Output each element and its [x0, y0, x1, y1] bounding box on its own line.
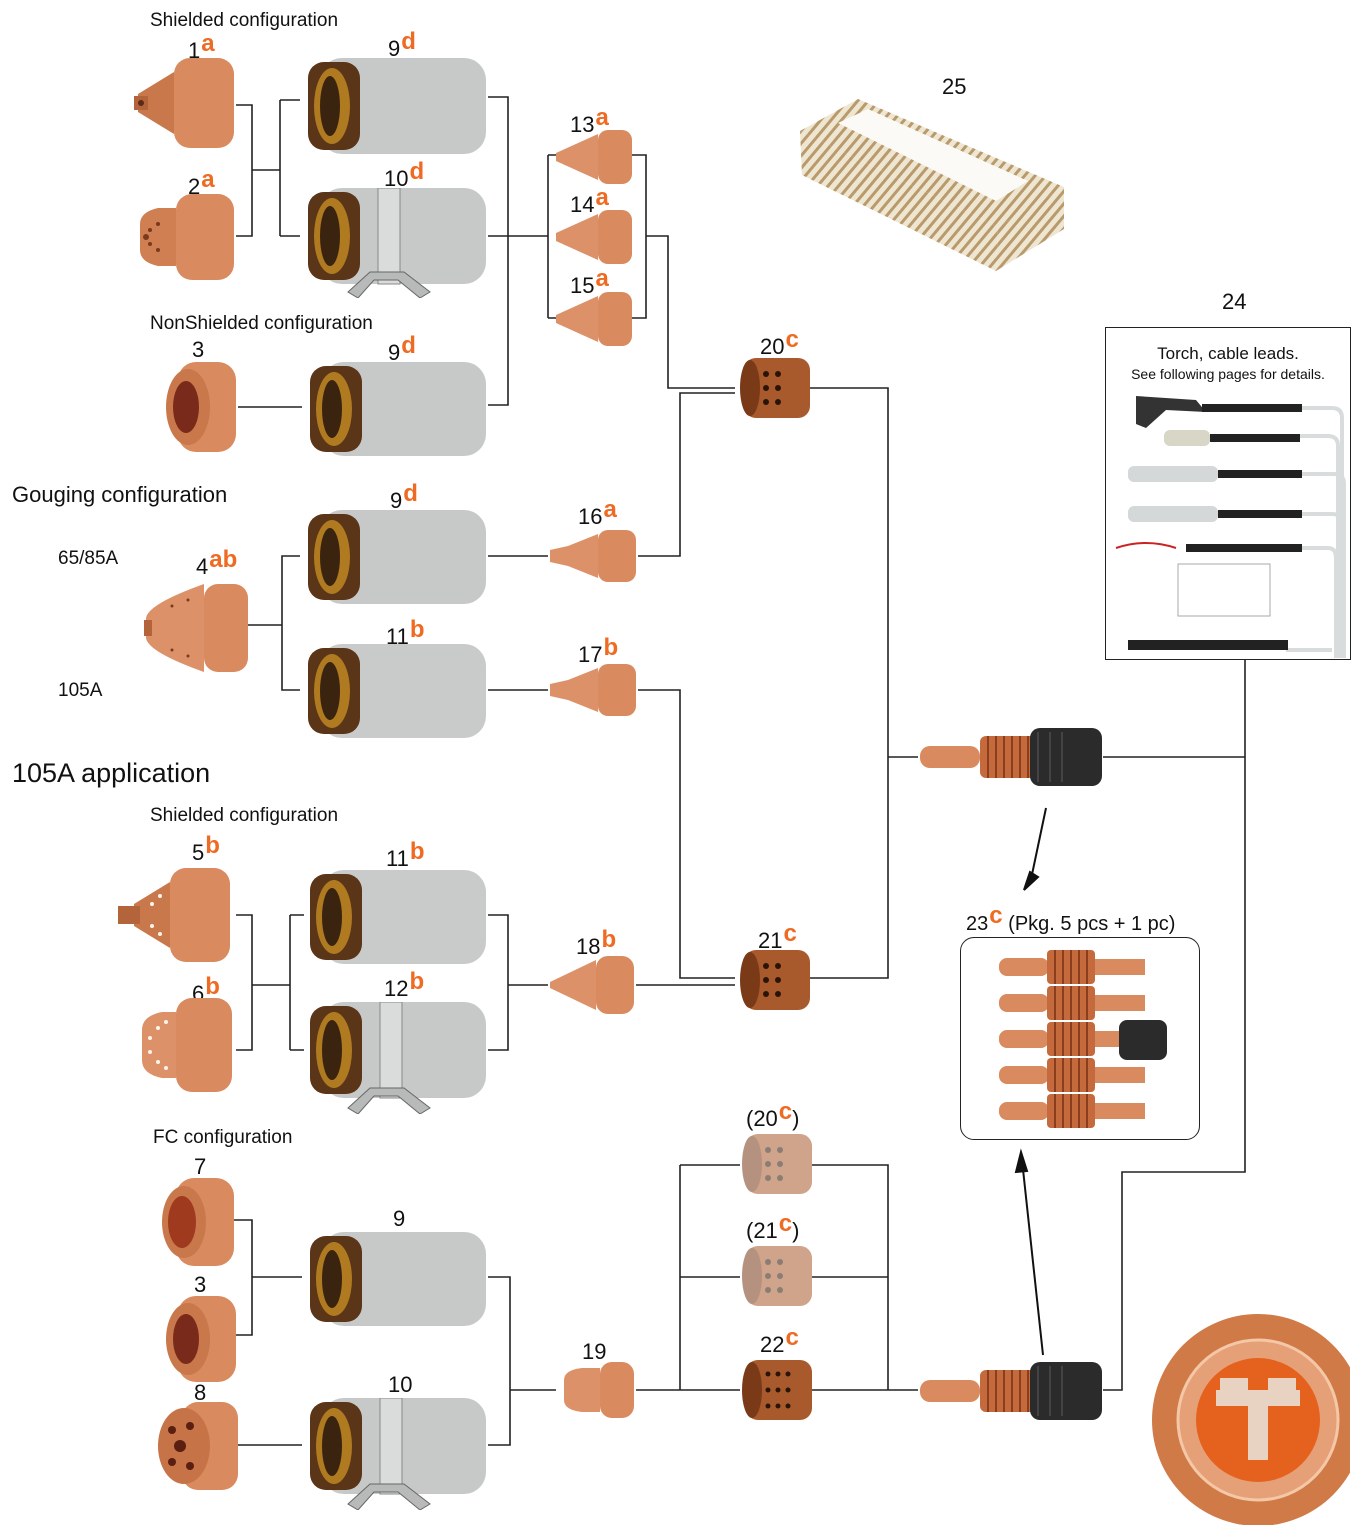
part-label-14: 14a	[570, 184, 609, 217]
swirl-ring-21-image	[738, 948, 812, 1012]
nozzle-18-image	[548, 954, 636, 1016]
nozzle-14-image	[554, 208, 634, 266]
torch-head-image	[918, 726, 1104, 788]
retaining-cap-12-image	[302, 1002, 488, 1114]
part-label-22: 22c	[760, 1324, 799, 1357]
nozzle-17-image	[548, 662, 638, 718]
part-label-16: 16a	[578, 496, 617, 529]
thermacut-smart-solution-logo	[1150, 1310, 1352, 1526]
fc-cap-8-image	[156, 1402, 240, 1490]
fc-cap-3-image	[164, 1296, 238, 1382]
heading-gouging-config: Gouging configuration	[12, 482, 228, 507]
part-label-13: 13a	[570, 104, 609, 137]
retaining-cap-9-gouging-image	[300, 510, 488, 604]
swirl-ring-22-image	[740, 1358, 814, 1422]
fc-cap-7-image	[160, 1178, 236, 1266]
heading-105a-application: 105A application	[12, 758, 211, 788]
nozzle-16-image	[548, 528, 638, 584]
torch-cable-panel: Torch, cable leads. See following pages …	[1105, 327, 1351, 660]
part-label-12: 12b	[384, 968, 425, 1001]
part-label-24: 24	[1222, 289, 1247, 314]
part-label-9-top: 9d	[388, 28, 416, 61]
part-label-19: 19	[582, 1339, 607, 1364]
heading-shielded-config: Shielded configuration	[150, 10, 339, 31]
retaining-cap-9-image	[300, 58, 488, 154]
part-label-9-nonshielded: 9d	[388, 332, 416, 365]
torch-head-fc-image	[918, 1360, 1104, 1422]
part-label-18: 18b	[576, 926, 617, 959]
part-label-3: 3	[192, 337, 205, 362]
part-label-9-fc: 9	[393, 1206, 406, 1231]
nozzle-19-image	[560, 1360, 636, 1420]
retaining-cap-11-image	[302, 870, 488, 964]
heading-nonshielded-config: NonShielded configuration	[150, 313, 373, 334]
retaining-cap-10-image	[300, 188, 488, 298]
torch-cable-leads-image	[1115, 396, 1346, 658]
heading-fc-config: FC configuration	[153, 1127, 293, 1148]
shield-cap-1-image	[132, 58, 236, 148]
part-label-10-fc: 10	[388, 1372, 413, 1397]
shield-cap-6-image	[140, 998, 234, 1092]
torch-panel-subtitle: See following pages for details.	[1131, 366, 1325, 382]
label-65-85a: 65/85A	[58, 548, 119, 569]
part-label-9-gouging: 9d	[390, 480, 418, 513]
part-label-8: 8	[194, 1380, 207, 1405]
consumables-box-image	[798, 95, 1066, 275]
swirl-ring-21-fc-image	[740, 1244, 814, 1308]
swirl-ring-20-fc-image	[740, 1132, 814, 1196]
part-label-3-fc: 3	[194, 1272, 207, 1297]
part-label-15: 15a	[570, 265, 609, 298]
part-label-21-fc: (21c)	[746, 1210, 800, 1243]
nozzle-15-image	[554, 290, 634, 348]
part-label-17: 17b	[578, 634, 619, 667]
electrode-package-23	[960, 937, 1200, 1140]
part-label-11: 11b	[386, 838, 425, 871]
part-label-20: 20c	[760, 326, 799, 359]
shield-cap-2-image	[138, 194, 236, 280]
part-label-21: 21c	[758, 920, 797, 953]
swirl-ring-20-image	[738, 356, 812, 420]
part-label-1: 1a	[188, 30, 215, 63]
retaining-cap-10-fc-image	[302, 1398, 488, 1510]
heading-shielded-config-105a: Shielded configuration	[150, 805, 339, 826]
retaining-cap-11-gouging-image	[300, 644, 488, 738]
torch-panel-title: Torch, cable leads.	[1157, 344, 1299, 363]
part-label-23: 23c (Pkg. 5 pcs + 1 pc)	[966, 902, 1176, 936]
part-label-2: 2a	[188, 166, 215, 199]
label-105a: 105A	[58, 680, 103, 701]
shield-cap-5-image	[116, 868, 232, 962]
gouging-shield-4-image	[142, 582, 250, 674]
part-label-10-top: 10d	[384, 158, 425, 191]
part-label-4: 4ab	[196, 546, 238, 579]
electrode-set-image	[999, 950, 1167, 1128]
retaining-cap-3-image	[164, 362, 238, 452]
part-label-7: 7	[194, 1154, 207, 1179]
retaining-cap-9-nonshielded-image	[302, 362, 488, 456]
retaining-cap-9-fc-image	[302, 1232, 488, 1326]
part-label-11-gouging: 11b	[386, 616, 425, 649]
part-label-20-fc: (20c)	[746, 1098, 800, 1131]
part-label-25: 25	[942, 74, 967, 99]
nozzle-13-image	[554, 128, 634, 186]
part-label-5: 5b	[192, 832, 220, 865]
